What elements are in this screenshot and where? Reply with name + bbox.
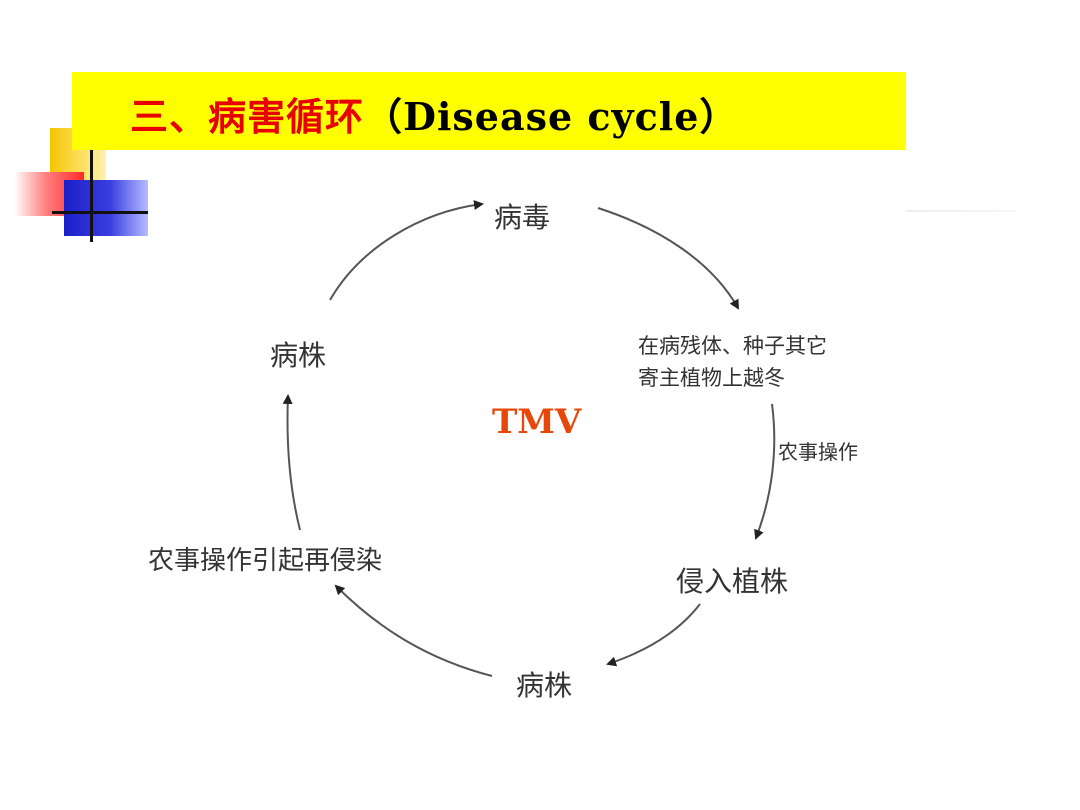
node-diseased-plant-left: 病株 [270, 339, 327, 372]
node-reinfection: 农事操作引起再侵染 [148, 546, 383, 576]
arrow-reinfection-to-left [282, 394, 301, 531]
arrow-bottom-to-reinfection [334, 584, 493, 677]
slide-title: 三、病害循环（Disease cycle） [130, 86, 738, 141]
decor-blue-square [64, 180, 148, 236]
decor-horizontal-line [52, 211, 148, 214]
title-zh: 三、病害循环 [130, 94, 365, 139]
arrow-left-to-top [329, 200, 484, 301]
node-diseased-plant-bottom: 病株 [516, 669, 573, 702]
title-bar: 三、病害循环（Disease cycle） [72, 72, 906, 150]
node-invade-plant: 侵入植株 [676, 565, 789, 598]
node-overwintering-line1: 在病残体、种子其它 [638, 334, 827, 358]
title-en: （Disease cycle） [364, 94, 739, 139]
arrow-entry-to-bottom [606, 603, 701, 667]
node-overwintering-line2: 寄主植物上越冬 [638, 366, 785, 390]
arrow-top-to-right [597, 207, 739, 310]
center-label-tmv: TMV [492, 402, 582, 442]
edge-label-farm-operation: 农事操作 [778, 440, 858, 464]
node-overwintering: 在病残体、种子其它 寄主植物上越冬 [638, 330, 827, 394]
node-virus: 病毒 [494, 201, 551, 234]
arrow-right-to-entry [754, 403, 776, 540]
decor-vertical-line [90, 150, 93, 242]
faint-divider [906, 210, 1016, 212]
